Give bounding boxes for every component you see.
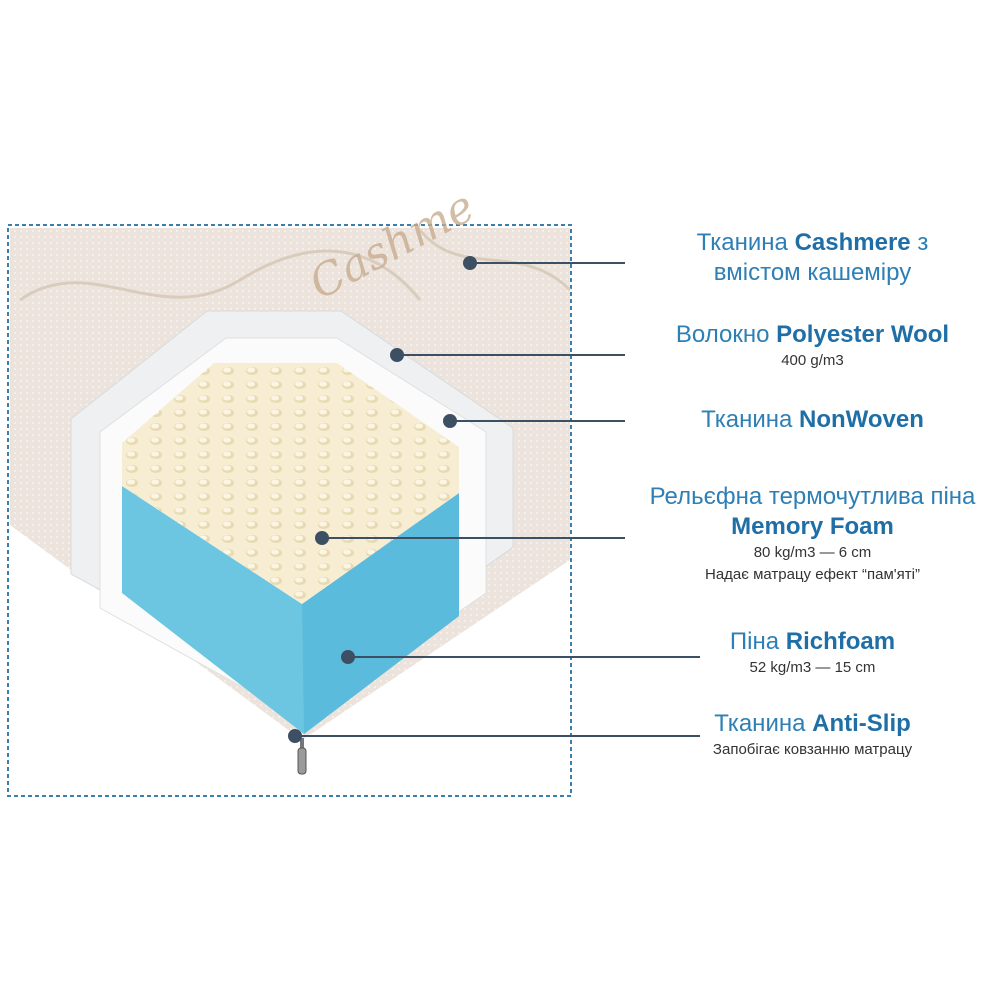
label-anti-slip: Тканина Anti-Slip Запобігає ковзанню мат… <box>712 710 913 758</box>
marker-dot <box>315 531 329 545</box>
memory-foam-block <box>122 363 459 604</box>
label-richfoam: Піна Richfoam 52 kg/m3 — 15 cm <box>729 628 896 676</box>
marker-dot <box>463 256 477 270</box>
zipper-pull-icon <box>297 747 307 775</box>
marker-dot <box>390 348 404 362</box>
label-nonwoven: Тканина NonWoven <box>701 406 924 433</box>
label-polyester-wool: Волокно Polyester Wool 400 g/m3 <box>675 321 950 369</box>
label-cashmere: Тканина Cashmere з вмістом кашеміру <box>696 229 929 286</box>
marker-dot <box>288 729 302 743</box>
label-memory-foam: Рельєфна термочутлива піна Memory Foam 8… <box>649 483 976 583</box>
marker-dot <box>443 414 457 428</box>
frame-dashed-border <box>7 224 572 797</box>
leader-lines <box>288 256 700 743</box>
marker-dot <box>341 650 355 664</box>
